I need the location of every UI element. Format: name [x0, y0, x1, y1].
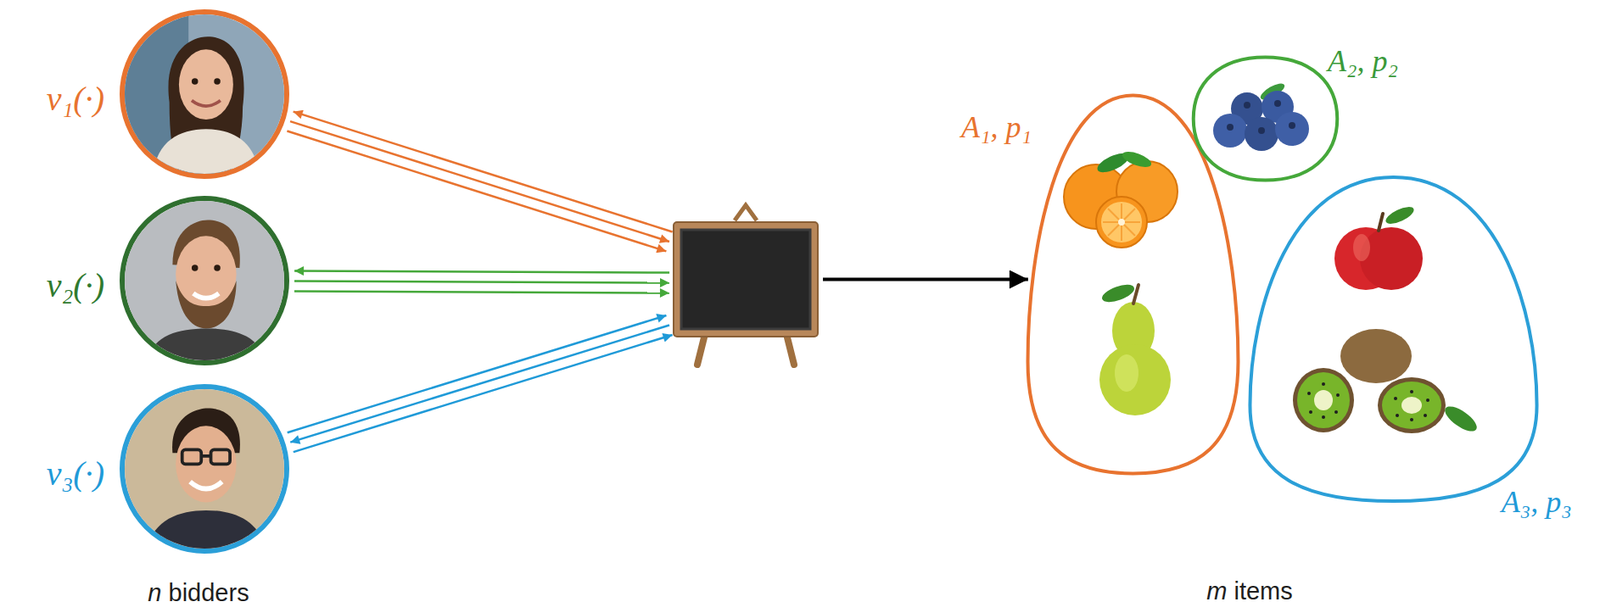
communication-arrow	[294, 280, 670, 283]
valuation-label: v₁(·)	[46, 79, 105, 119]
item-bundle: A₃, p₃	[1247, 173, 1540, 505]
bidder-circle: v₃(·)	[119, 384, 290, 554]
bidder-portrait	[124, 201, 285, 361]
valuation-label: v₃(·)	[46, 454, 105, 494]
bundle-price-label: A₃, p₃	[1499, 485, 1575, 521]
bundle-price-label: A₁, p₁	[958, 110, 1035, 146]
item-bundle: A₂, p₂	[1191, 55, 1339, 182]
communication-arrow	[294, 290, 670, 293]
communication-arrow	[293, 111, 673, 233]
group-caption: n bidders	[147, 579, 249, 608]
blueberries	[1213, 80, 1310, 152]
communication-arrow	[290, 325, 670, 443]
kiwis	[1292, 329, 1481, 437]
communication-arrow	[286, 131, 666, 252]
item-bundle: A₁, p₁	[1025, 91, 1241, 478]
outcome-arrow	[822, 278, 1029, 282]
apple	[1334, 203, 1423, 291]
valuation-label: v₂(·)	[46, 266, 105, 306]
communication-arrow	[290, 121, 670, 242]
bundle-price-label: A₂, p₂	[1325, 44, 1401, 79]
communication-arrow	[293, 335, 673, 453]
blackboard-easel	[673, 222, 818, 337]
communication-arrow	[287, 315, 667, 433]
bundle-outline	[1191, 55, 1339, 182]
blackboard	[673, 222, 818, 337]
bidder-circle: v₂(·)	[119, 195, 290, 366]
bidder-portrait	[124, 14, 285, 174]
group-caption: m items	[1206, 577, 1293, 606]
bundle-outline	[1247, 173, 1540, 505]
pear	[1099, 281, 1171, 416]
bidder-portrait	[124, 389, 285, 549]
bundle-outline	[1025, 91, 1241, 478]
oranges	[1063, 148, 1178, 248]
bidder-circle: v₁(·)	[119, 9, 290, 180]
communication-arrow	[294, 270, 670, 273]
